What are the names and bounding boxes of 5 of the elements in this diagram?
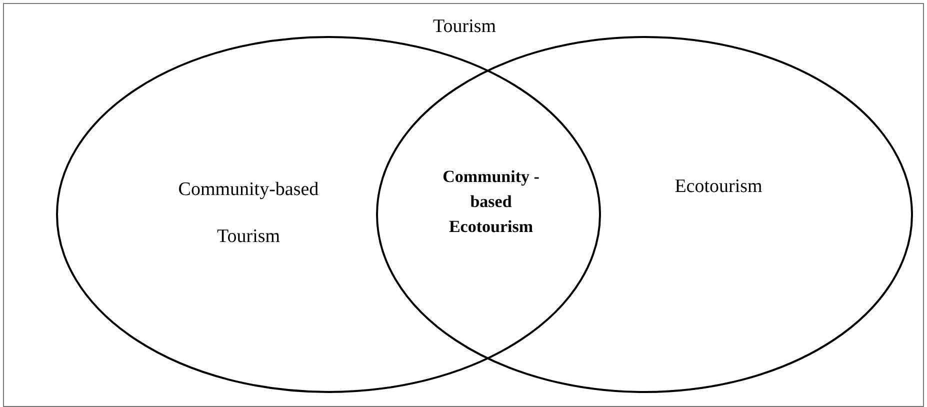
region-label: Tourism [432,16,498,38]
region-label: Ecotourism [674,176,764,198]
region-label: Community-based Tourism [177,178,320,249]
frame-border [3,3,924,407]
intersection-label: Community -based Ecotourism [442,166,540,238]
